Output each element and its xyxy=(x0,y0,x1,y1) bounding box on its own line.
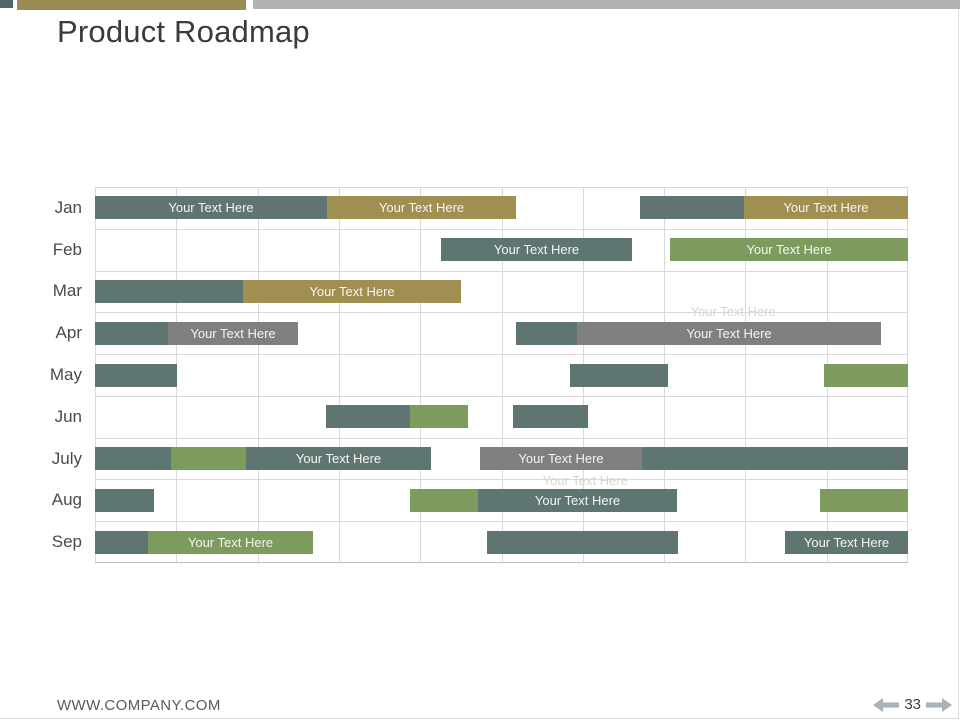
month-label-july: July xyxy=(51,449,82,468)
gantt-bar-teal[interactable] xyxy=(640,196,744,219)
gridline-horizontal xyxy=(95,396,908,397)
ghost-placeholder-label: Your Text Here xyxy=(542,473,628,488)
gantt-bar-teal[interactable]: Your Text Here xyxy=(441,238,632,261)
gantt-bar-teal[interactable] xyxy=(95,280,243,303)
gantt-bar-teal[interactable] xyxy=(642,447,908,470)
gantt-bar-green[interactable]: Your Text Here xyxy=(148,531,313,554)
top-accent-square xyxy=(0,0,13,8)
gantt-bar-olive[interactable]: Your Text Here xyxy=(744,196,908,219)
gantt-bar-teal[interactable] xyxy=(95,489,154,512)
gridline-horizontal xyxy=(95,271,908,272)
gantt-bar-teal[interactable]: Your Text Here xyxy=(785,531,908,554)
month-label-jun: Jun xyxy=(54,407,82,426)
top-accent-bar-gray xyxy=(253,0,960,9)
next-arrow-icon[interactable] xyxy=(926,697,952,712)
month-label-apr: Apr xyxy=(55,323,82,342)
gantt-bar-green[interactable] xyxy=(410,489,478,512)
gantt-bar-teal[interactable]: Your Text Here xyxy=(478,489,677,512)
gantt-bar-teal[interactable] xyxy=(513,405,588,428)
ghost-placeholder-label: Your Text Here xyxy=(690,304,776,319)
gridline-horizontal xyxy=(95,479,908,480)
gantt-bar-teal[interactable]: Your Text Here xyxy=(95,196,327,219)
top-accent-bar-olive xyxy=(17,0,246,10)
month-label-aug: Aug xyxy=(51,490,82,509)
month-label-jan: Jan xyxy=(54,198,82,217)
gantt-bar-green[interactable]: Your Text Here xyxy=(670,238,908,261)
gridline-horizontal xyxy=(95,438,908,439)
month-label-mar: Mar xyxy=(52,281,82,300)
gantt-bar-olive[interactable]: Your Text Here xyxy=(327,196,516,219)
gantt-bar-teal[interactable]: Your Text Here xyxy=(246,447,431,470)
month-label-sep: Sep xyxy=(51,532,82,551)
gantt-bar-olive[interactable]: Your Text Here xyxy=(243,280,461,303)
gridline-vertical xyxy=(745,187,746,563)
gantt-bar-gray[interactable]: Your Text Here xyxy=(168,322,298,345)
gantt-bar-green[interactable] xyxy=(171,447,246,470)
gantt-bar-green[interactable] xyxy=(820,489,908,512)
gridline-horizontal xyxy=(95,312,908,313)
gridline-horizontal xyxy=(95,354,908,355)
gantt-bar-teal[interactable] xyxy=(95,364,177,387)
page-number: 33 xyxy=(904,696,921,713)
gridline-vertical xyxy=(420,187,421,563)
footer-website: WWW.COMPANY.COM xyxy=(57,697,221,714)
page-title: Product Roadmap xyxy=(57,14,310,49)
gridline-horizontal xyxy=(95,521,908,522)
prev-arrow-icon[interactable] xyxy=(873,697,900,712)
gantt-bar-teal[interactable] xyxy=(487,531,678,554)
gridline-vertical xyxy=(258,187,259,563)
gantt-bar-gray[interactable]: Your Text Here xyxy=(480,447,642,470)
gantt-bar-teal[interactable] xyxy=(516,322,577,345)
month-label-may: May xyxy=(49,365,82,384)
gridline-horizontal xyxy=(95,229,908,230)
gridline-horizontal xyxy=(95,562,908,563)
month-label-feb: Feb xyxy=(52,240,82,259)
gridline-vertical xyxy=(339,187,340,563)
gridline-horizontal xyxy=(95,187,908,188)
gantt-bar-teal[interactable] xyxy=(95,447,171,470)
footer-nav: 33 xyxy=(873,696,952,713)
gantt-bar-teal[interactable] xyxy=(570,364,668,387)
gantt-bar-green[interactable] xyxy=(824,364,908,387)
gantt-bar-green[interactable] xyxy=(410,405,468,428)
gantt-bar-teal[interactable] xyxy=(326,405,410,428)
gantt-bar-teal[interactable] xyxy=(95,531,148,554)
gantt-bar-gray[interactable]: Your Text Here xyxy=(577,322,881,345)
gridline-vertical xyxy=(502,187,503,563)
gantt-bar-teal[interactable] xyxy=(95,322,168,345)
